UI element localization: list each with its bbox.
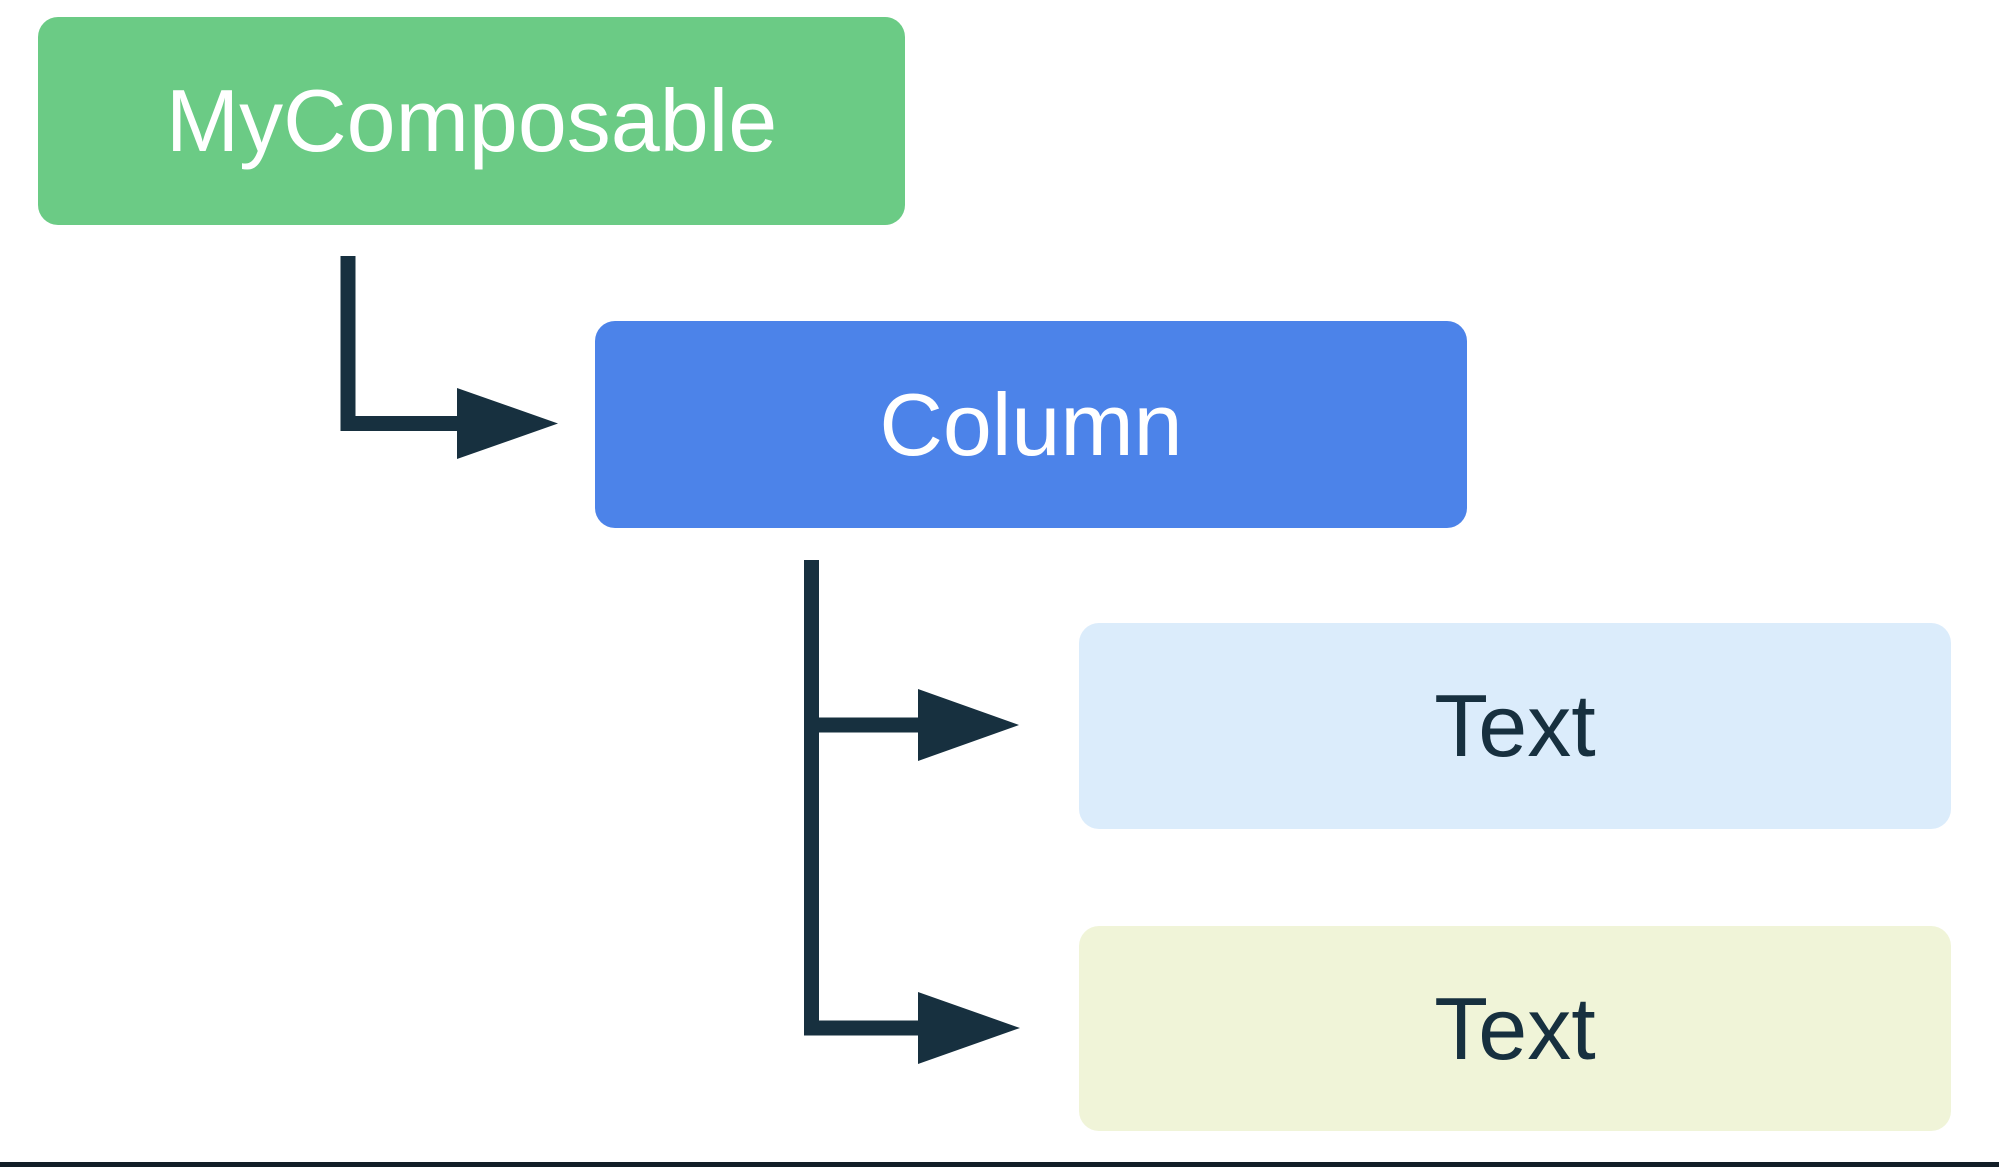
node-text-1: Text — [1079, 623, 1951, 829]
node-mycomposable-label: MyComposable — [165, 71, 778, 170]
node-text-2: Text — [1079, 926, 1951, 1131]
bottom-rule — [0, 1162, 1999, 1167]
node-column: Column — [595, 321, 1467, 528]
arrowhead-to-text-1-icon — [918, 689, 1019, 761]
node-text-1-label: Text — [1434, 676, 1596, 775]
node-text-2-label: Text — [1434, 978, 1596, 1078]
elbow-mycomposable-to-column — [340, 256, 466, 431]
arrowhead-to-column-icon — [457, 388, 558, 459]
arrowhead-to-text-2-icon — [918, 992, 1020, 1064]
column-stem-line — [804, 560, 925, 1036]
node-column-label: Column — [879, 374, 1183, 474]
node-mycomposable: MyComposable — [38, 17, 905, 225]
